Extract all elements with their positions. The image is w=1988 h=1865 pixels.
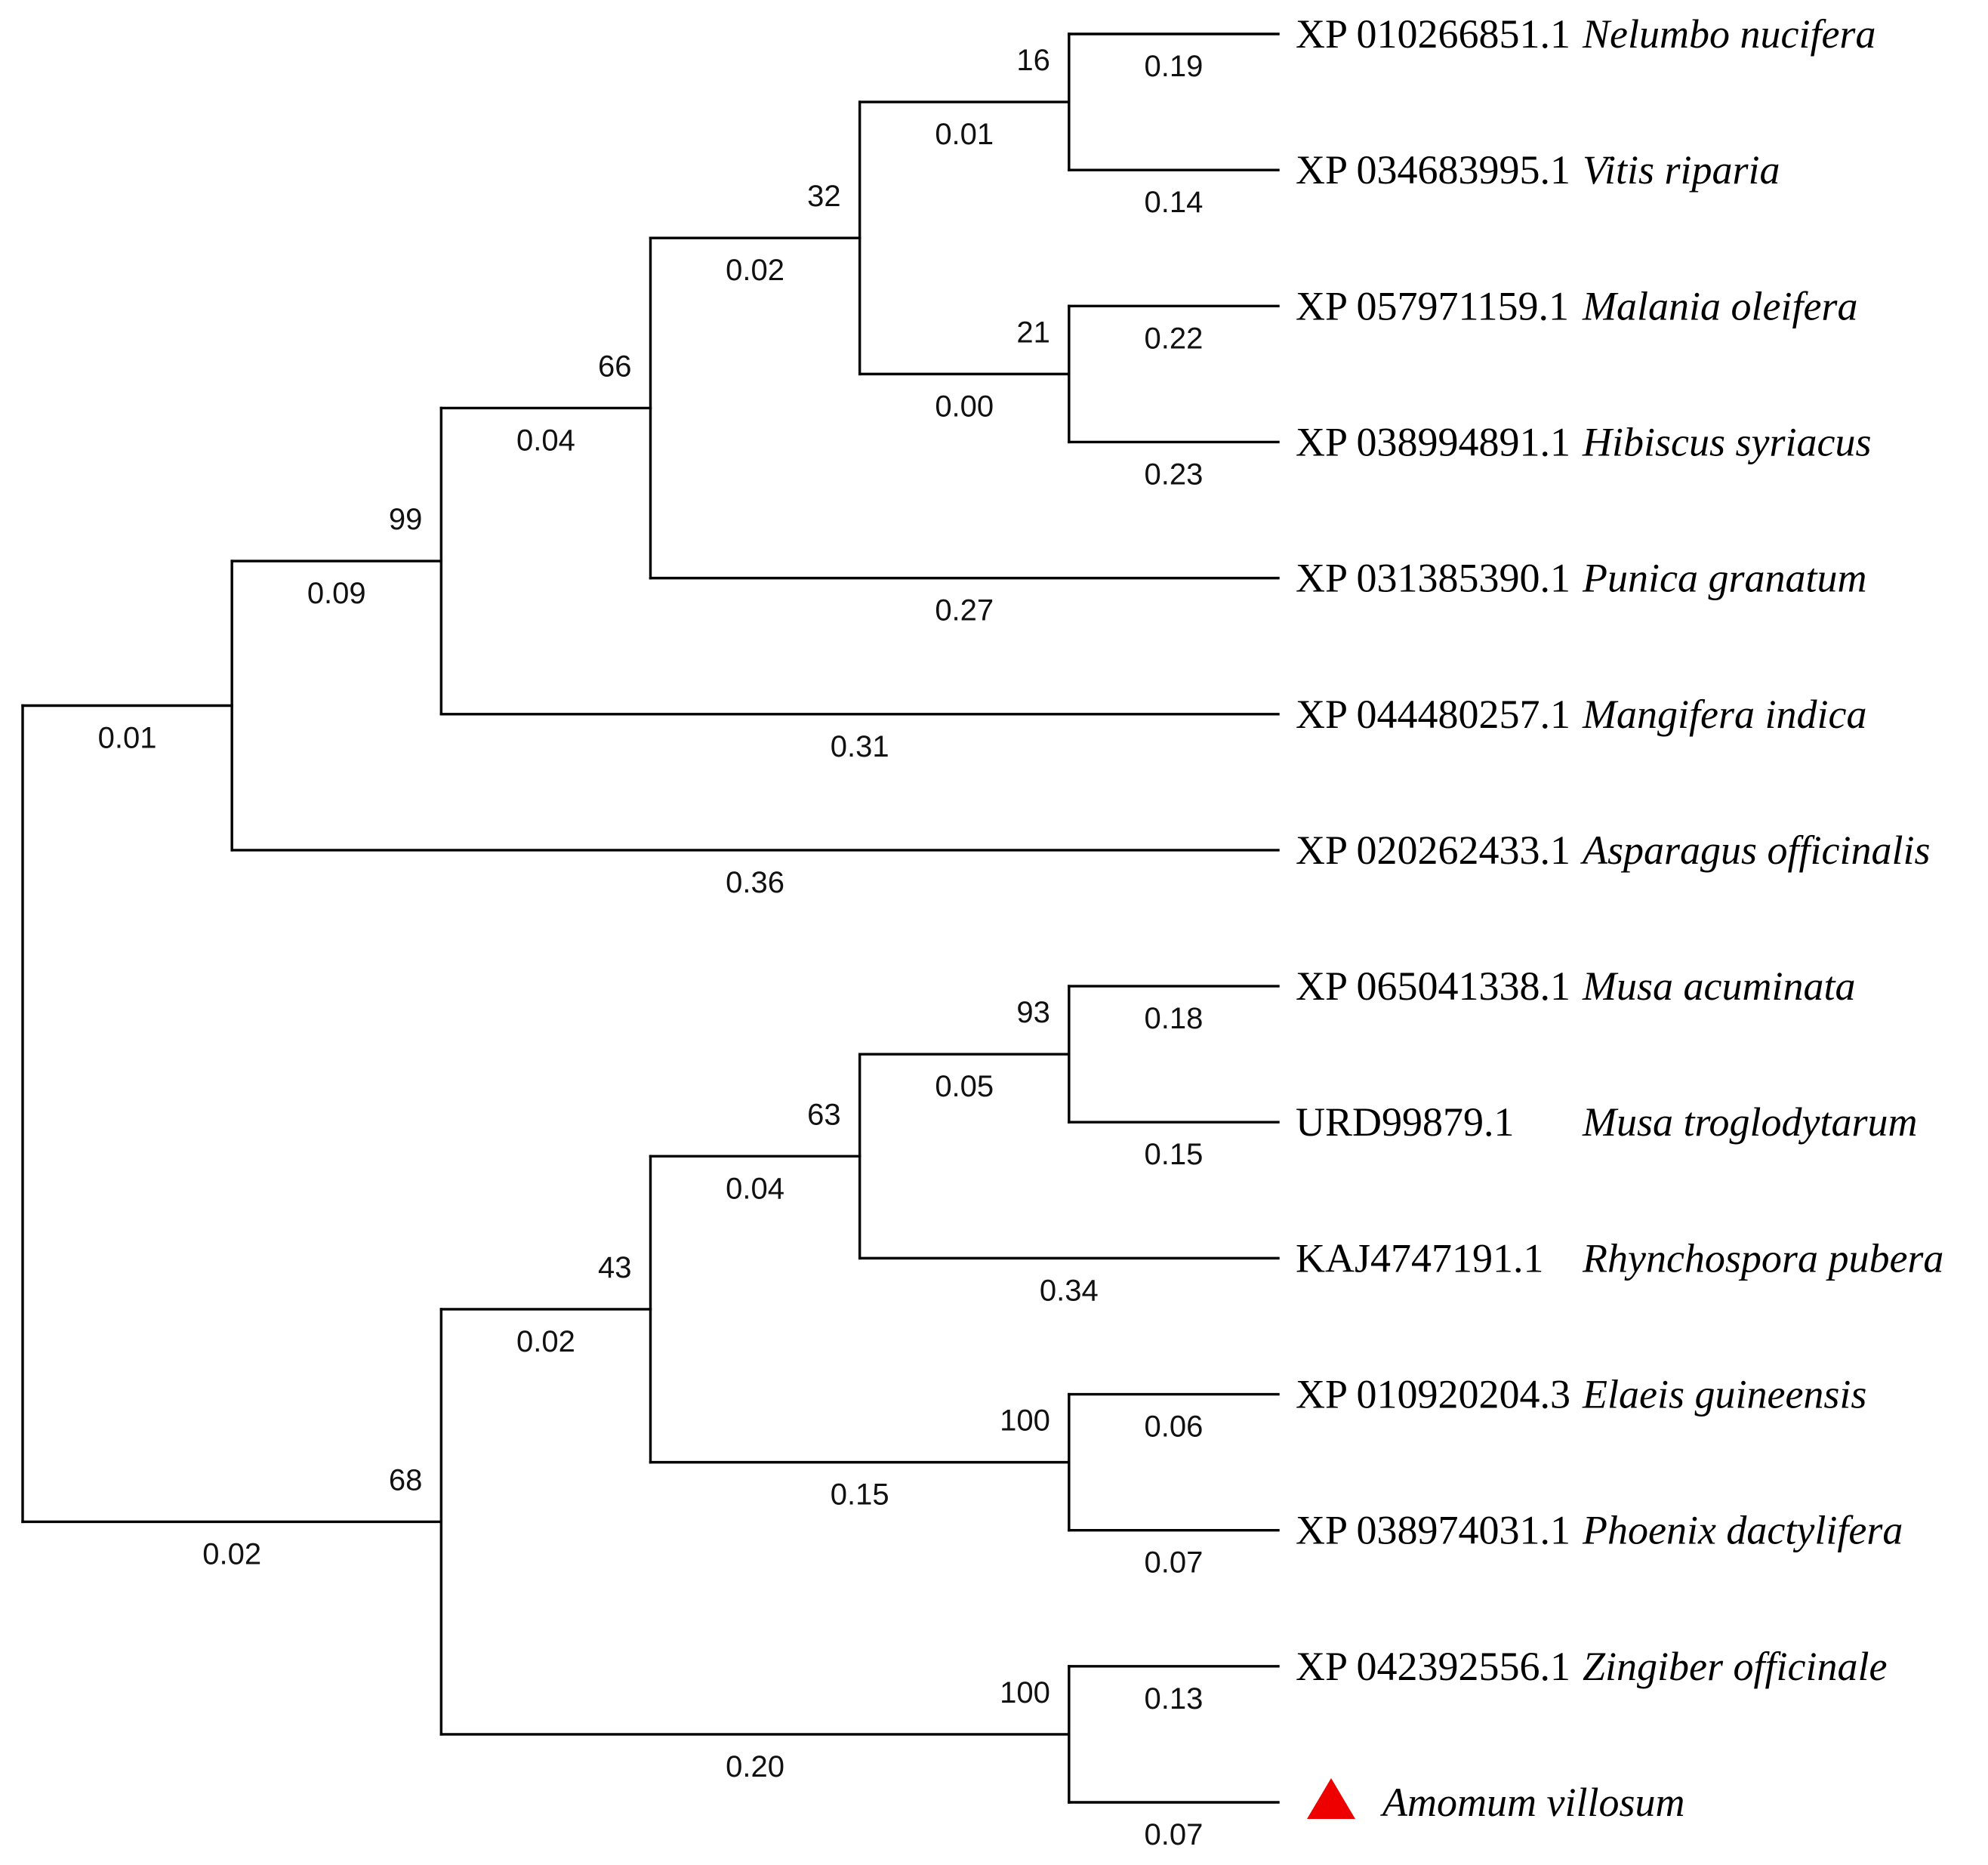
bootstrap-value: 68 bbox=[389, 1463, 423, 1497]
branch-length-label: 0.23 bbox=[1144, 458, 1203, 491]
branch-length-label: 0.14 bbox=[1144, 186, 1203, 219]
leaf-accession: KAJ4747191.1 bbox=[1296, 1235, 1544, 1281]
branch-length-label: 0.31 bbox=[831, 730, 889, 763]
leaf-species: Elaeis guineensis bbox=[1582, 1372, 1866, 1417]
leaf-accession: XP 020262433.1 bbox=[1296, 828, 1570, 873]
branch-length-label: 0.06 bbox=[1144, 1410, 1203, 1444]
leaf-accession: XP 010920204.3 bbox=[1296, 1372, 1570, 1417]
branch-length-label: 0.02 bbox=[516, 1325, 575, 1358]
leaf-accession: XP 038974031.1 bbox=[1296, 1508, 1570, 1553]
branch-length-label: 0.13 bbox=[1144, 1682, 1203, 1715]
leaf-species: Mangifera indica bbox=[1582, 692, 1866, 737]
leaf-species: Asparagus officinalis bbox=[1580, 828, 1931, 873]
leaf-accession: XP 065041338.1 bbox=[1296, 963, 1570, 1009]
branch-length-label: 0.20 bbox=[726, 1750, 784, 1783]
leaf-species: Amomum villosum bbox=[1380, 1780, 1684, 1825]
bootstrap-value: 21 bbox=[1016, 316, 1050, 349]
leaf-species: Musa acuminata bbox=[1582, 963, 1855, 1009]
bootstrap-value: 93 bbox=[1016, 996, 1050, 1029]
bootstrap-value: 16 bbox=[1016, 44, 1050, 77]
leaf-accession: XP 044480257.1 bbox=[1296, 692, 1570, 737]
branch-length-label: 0.15 bbox=[831, 1478, 889, 1512]
branch-length-label: 0.27 bbox=[935, 594, 994, 627]
branch-length-label: 0.00 bbox=[935, 390, 994, 423]
leaf-accession: XP 031385390.1 bbox=[1296, 556, 1570, 601]
branch-length-label: 0.05 bbox=[935, 1070, 994, 1103]
leaf-species: Hibiscus syriacus bbox=[1582, 419, 1871, 464]
leaf-accession: XP 042392556.1 bbox=[1296, 1644, 1570, 1689]
branch-length-label: 0.19 bbox=[1144, 50, 1203, 83]
branch-length-label: 0.15 bbox=[1144, 1138, 1203, 1171]
bootstrap-value: 100 bbox=[1000, 1676, 1050, 1709]
leaf-accession: XP 010266851.1 bbox=[1296, 11, 1570, 57]
leaf-species: Phoenix dactylifera bbox=[1582, 1508, 1903, 1553]
leaf-species: Nelumbo nucifera bbox=[1582, 11, 1876, 57]
bootstrap-value: 43 bbox=[598, 1251, 632, 1284]
branch-length-label: 0.02 bbox=[202, 1537, 261, 1571]
branch-length-label: 0.36 bbox=[726, 866, 784, 899]
red-triangle-icon bbox=[1307, 1778, 1355, 1819]
branch-length-label: 0.34 bbox=[1040, 1274, 1099, 1307]
branch-length-label: 0.04 bbox=[726, 1172, 784, 1205]
bootstrap-value: 100 bbox=[1000, 1404, 1050, 1438]
bootstrap-value: 32 bbox=[807, 180, 841, 213]
leaf-accession: XP 057971159.1 bbox=[1296, 283, 1569, 328]
leaf-species: Zingiber officinale bbox=[1583, 1644, 1887, 1689]
leaf-accession: XP 034683995.1 bbox=[1296, 147, 1570, 193]
branch-length-label: 0.02 bbox=[726, 254, 784, 287]
bootstrap-value: 63 bbox=[807, 1098, 841, 1131]
leaf-species: Rhynchospora pubera bbox=[1582, 1235, 1943, 1281]
leaf-species: Vitis riparia bbox=[1583, 147, 1780, 193]
leaf-accession: URD99879.1 bbox=[1296, 1099, 1515, 1145]
bootstrap-value: 99 bbox=[389, 503, 423, 536]
branch-length-label: 0.18 bbox=[1144, 1002, 1203, 1035]
leaf-species: Malania oleifera bbox=[1582, 283, 1857, 328]
branch-length-label: 0.22 bbox=[1144, 322, 1203, 355]
branch-length-label: 0.09 bbox=[307, 577, 366, 610]
leaf-accession: XP 038994891.1 bbox=[1296, 419, 1570, 464]
leaf-species: Musa troglodytarum bbox=[1582, 1099, 1918, 1145]
branch-length-label: 0.01 bbox=[98, 722, 157, 755]
leaf-species: Punica granatum bbox=[1582, 556, 1866, 601]
branch-length-label: 0.04 bbox=[516, 424, 575, 457]
bootstrap-value: 66 bbox=[598, 350, 632, 383]
branch-length-label: 0.01 bbox=[935, 118, 994, 151]
branch-length-label: 0.07 bbox=[1144, 1546, 1203, 1580]
branch-length-label: 0.07 bbox=[1144, 1818, 1203, 1851]
